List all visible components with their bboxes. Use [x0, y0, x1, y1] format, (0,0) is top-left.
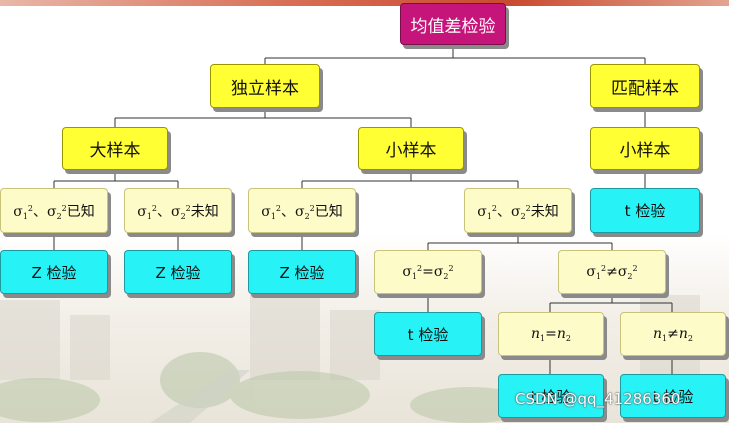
node-paired-small-sample: 小样本 — [590, 127, 700, 170]
node-large-variance-unknown: σ12、σ22未知 — [124, 188, 232, 233]
node-large-variance-known: σ12、σ22已知 — [0, 188, 108, 233]
node-paired-samples: 匹配样本 — [590, 64, 700, 108]
formula-variance-known: σ12、σ22已知 — [13, 203, 95, 221]
node-variances-equal: σ12=σ22 — [374, 250, 482, 294]
node-t-test-equal-variance: t 检验 — [374, 312, 482, 356]
node-t-test-unequal-n: t 检验 — [620, 374, 726, 418]
formula-variances-unequal: σ12≠σ22 — [586, 263, 638, 281]
node-sizes-equal: n1=n2 — [498, 312, 604, 356]
node-z-test-3: Z 检验 — [248, 250, 356, 294]
formula-variance-known: σ12、σ22已知 — [261, 203, 343, 221]
node-sizes-unequal: n1≠n2 — [620, 312, 726, 356]
node-variances-unequal: σ12≠σ22 — [558, 250, 666, 294]
watermark: CSDN @qq_41286360 — [515, 390, 681, 408]
node-independent-samples-label: 独立样本 — [231, 78, 299, 99]
node-small-variance-known: σ12、σ22已知 — [248, 188, 356, 233]
node-small-sample-label: 小样本 — [385, 141, 437, 161]
node-z-test-2: Z 检验 — [124, 250, 232, 294]
node-paired-small-sample-label: 小样本 — [619, 141, 671, 161]
node-mean-difference-test-label: 均值差检验 — [410, 16, 496, 37]
node-z-test-1: Z 检验 — [0, 250, 108, 294]
node-t-test-equal-n: t 检验 — [498, 374, 604, 418]
node-independent-samples: 独立样本 — [210, 64, 320, 108]
node-small-sample: 小样本 — [358, 127, 464, 170]
node-large-sample-label: 大样本 — [89, 141, 141, 161]
title-bar-accent — [0, 0, 729, 6]
node-large-sample: 大样本 — [62, 127, 168, 170]
node-paired-t-test-label: t 检验 — [624, 202, 666, 220]
node-t-test-label: t 检验 — [530, 387, 572, 406]
node-z-test-label: Z 检验 — [155, 263, 201, 282]
node-t-test-label: t 检验 — [652, 387, 694, 406]
node-t-test-label: t 检验 — [407, 325, 449, 344]
formula-variances-equal: σ12=σ22 — [402, 263, 454, 281]
formula-variance-unknown: σ12、σ22未知 — [137, 203, 219, 221]
node-z-test-label: Z 检验 — [31, 263, 77, 282]
formula-variance-unknown: σ12、σ22未知 — [477, 203, 559, 221]
formula-sample-sizes-equal: n1=n2 — [531, 325, 571, 343]
node-paired-samples-label: 匹配样本 — [611, 78, 679, 99]
node-z-test-label: Z 检验 — [279, 263, 325, 282]
formula-sample-sizes-unequal: n1≠n2 — [653, 325, 693, 343]
node-paired-t-test: t 检验 — [590, 188, 700, 233]
node-small-variance-unknown: σ12、σ22未知 — [464, 188, 572, 233]
node-mean-difference-test: 均值差检验 — [400, 3, 506, 45]
